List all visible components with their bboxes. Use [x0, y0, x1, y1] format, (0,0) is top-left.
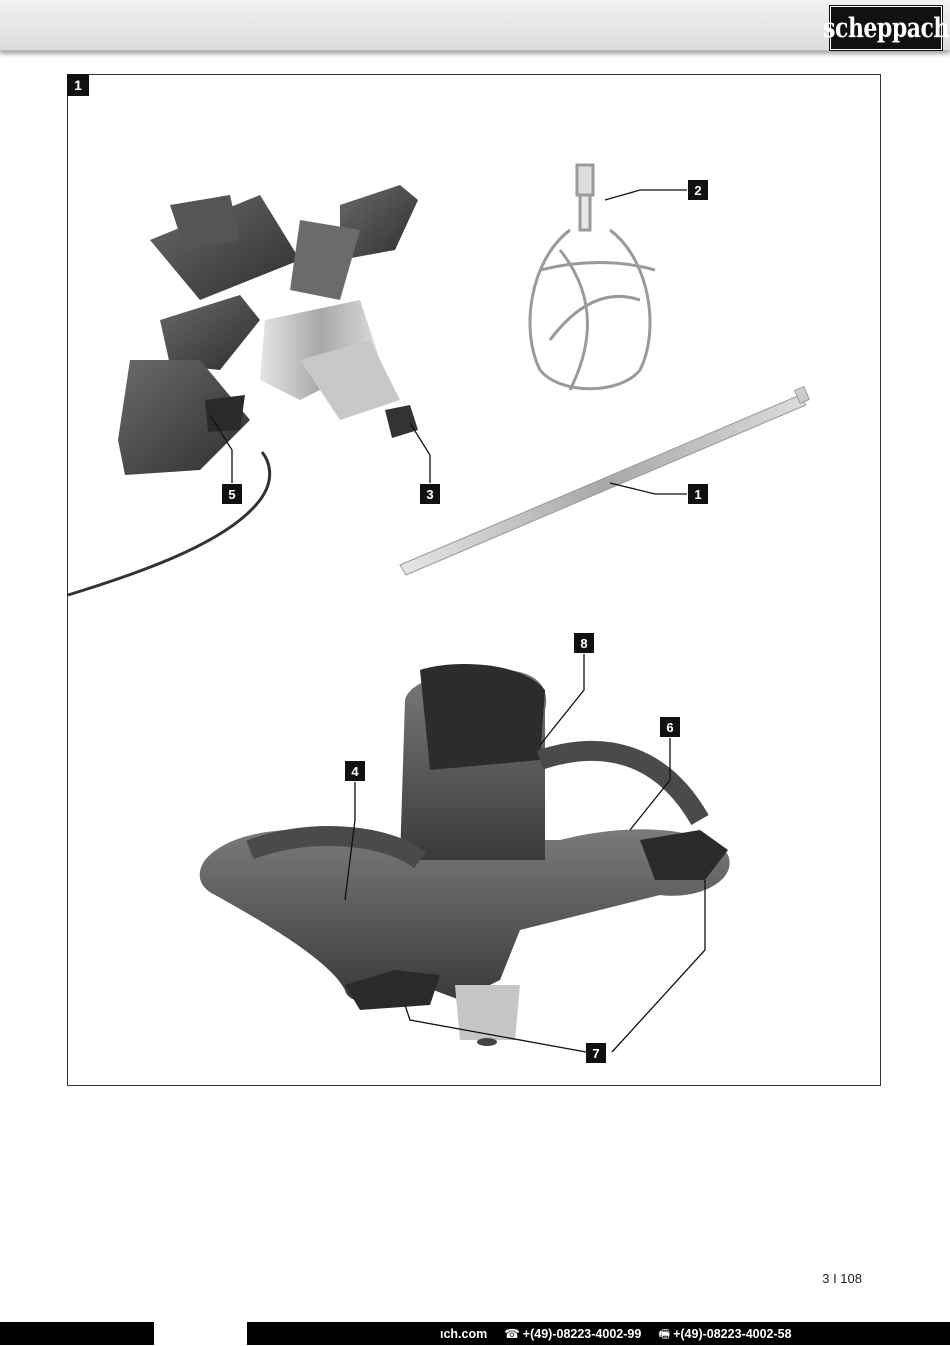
callout-8: 8: [574, 633, 594, 653]
callout-3: 3: [420, 484, 440, 504]
callout-5: 5: [222, 484, 242, 504]
callout-2: 2: [688, 180, 708, 200]
brand-logo-text: scheppach: [823, 11, 949, 45]
callout-4: 4: [345, 761, 365, 781]
footer-phone: +(49)-08223-4002-99: [522, 1327, 642, 1341]
callout-leaders: [209, 189, 706, 1053]
figure-number: 1: [67, 74, 89, 96]
callout-7: 7: [586, 1043, 606, 1063]
footer-website[interactable]: ıch.com: [440, 1327, 488, 1341]
extension-rod: [399, 385, 810, 576]
figure-frame: [67, 74, 881, 1086]
footer-gap: [154, 1322, 247, 1345]
brand-logo: scheppach: [823, 5, 949, 51]
footer-bar: ıch.com ☎+(49)-08223-4002-99 🖷+(49)-0822…: [0, 1322, 950, 1345]
stirrer-paddle: [528, 163, 656, 391]
phone-icon: ☎: [504, 1327, 520, 1341]
footer-fax: +(49)-08223-4002-58: [673, 1327, 792, 1341]
product-illustration: [67, 163, 810, 1053]
header-band: [0, 0, 950, 51]
footer-contact: ıch.com ☎+(49)-08223-4002-99 🖷+(49)-0822…: [440, 1325, 792, 1346]
callout-1: 1: [688, 484, 708, 504]
mixer-side-view: [67, 185, 418, 597]
page-number: 3 I 108: [822, 1271, 862, 1286]
mixer-front-view: [199, 664, 730, 1046]
callout-6: 6: [660, 717, 680, 737]
fax-icon: 🖷: [658, 1327, 671, 1341]
